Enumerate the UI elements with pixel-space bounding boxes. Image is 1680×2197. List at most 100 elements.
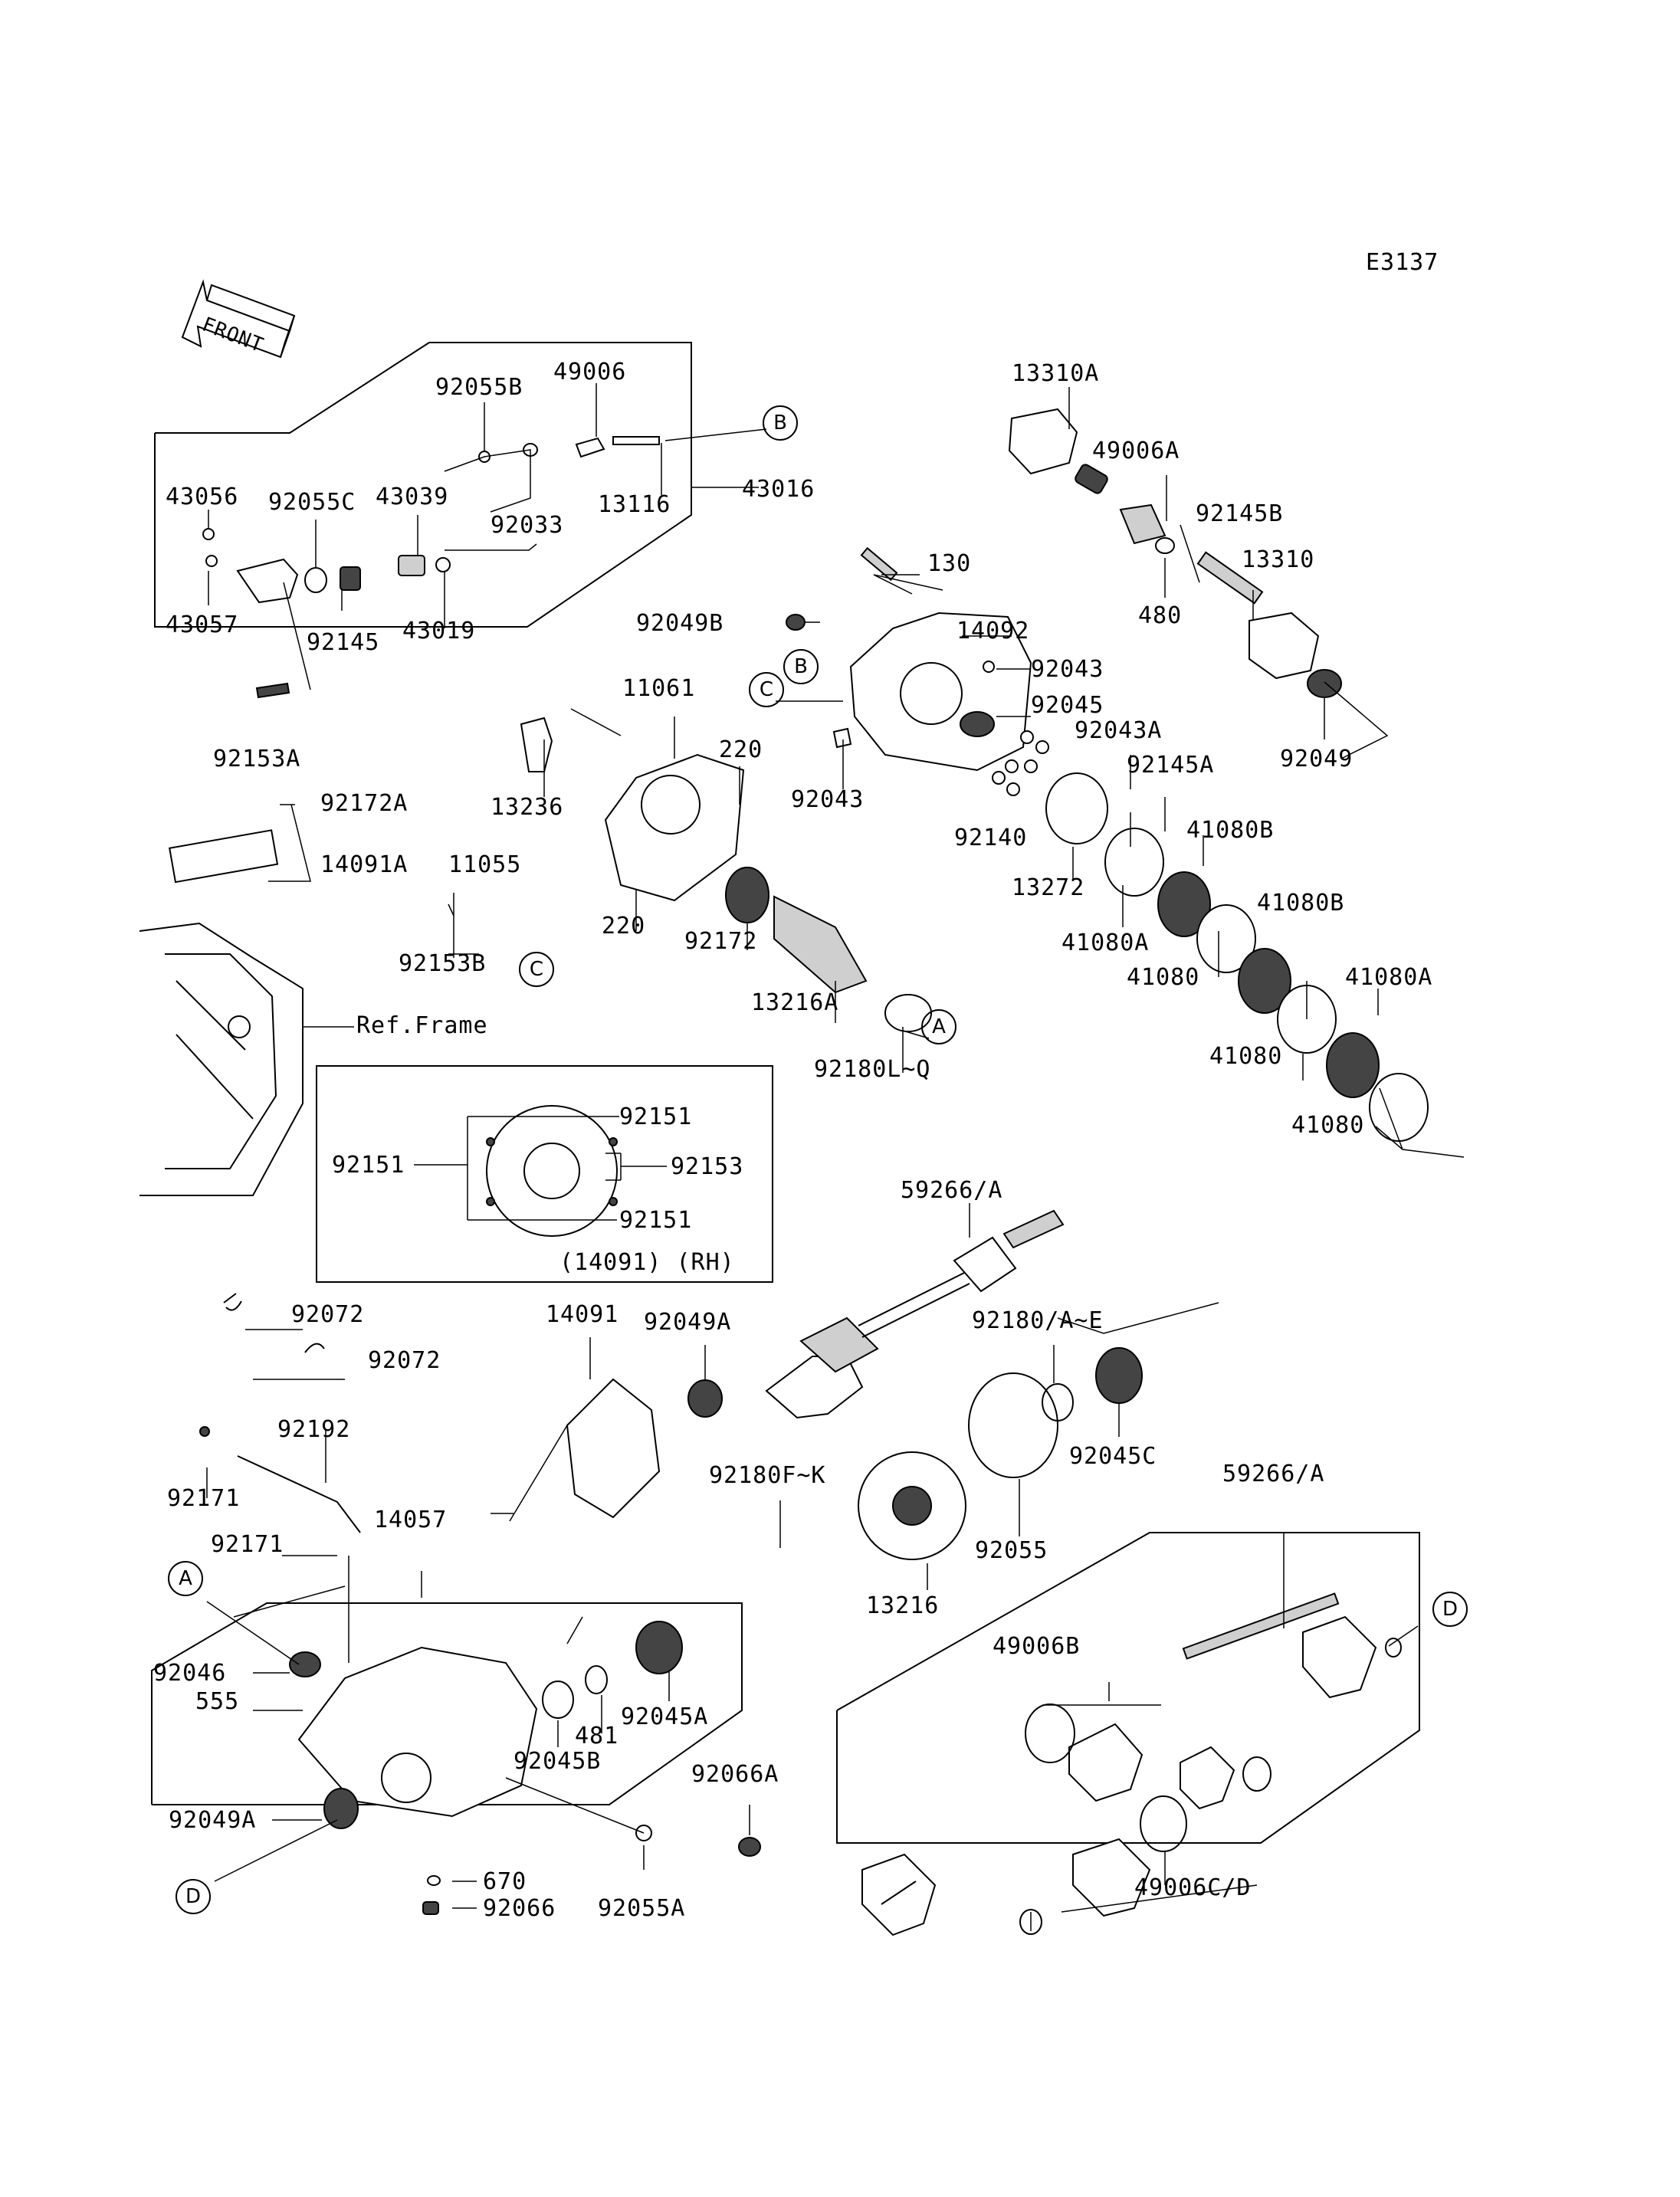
part-label: 43039 bbox=[376, 484, 448, 510]
part-label: 220 bbox=[602, 913, 645, 939]
callout-a-mid bbox=[921, 1009, 956, 1044]
callout-a-mid-label: A bbox=[932, 1015, 946, 1038]
part-label: 13116 bbox=[598, 491, 671, 518]
part-label: 92045B bbox=[514, 1748, 601, 1775]
part-label: 59266/A bbox=[901, 1177, 1002, 1204]
part-label: 92180/A~E bbox=[972, 1307, 1104, 1334]
part-label: 92172 bbox=[684, 928, 757, 955]
part-label: 92055B bbox=[435, 374, 523, 401]
part-label: 14092 bbox=[956, 618, 1029, 644]
part-label: 41080A bbox=[1345, 964, 1432, 991]
inset-label: 92151 bbox=[332, 1152, 405, 1179]
part-label: 480 bbox=[1138, 602, 1182, 629]
part-label: 41080 bbox=[1209, 1043, 1282, 1070]
part-label: 11055 bbox=[448, 851, 521, 878]
driveshaft-box bbox=[836, 1532, 1420, 1844]
part-label: 220 bbox=[719, 736, 763, 763]
callout-b-mid bbox=[783, 649, 819, 684]
front-arrow-icon: FRONT bbox=[181, 279, 296, 359]
callout-d-left bbox=[176, 1879, 211, 1914]
callout-d-right bbox=[1432, 1592, 1468, 1627]
part-label: 43056 bbox=[166, 484, 238, 510]
part-label: 14091 bbox=[546, 1301, 619, 1328]
part-labels: 92055B 49006 43056 92055 C 43039 13116 43… bbox=[153, 359, 1432, 1922]
part-label: 41080 bbox=[1127, 964, 1199, 991]
part-label: 92046 bbox=[153, 1660, 226, 1687]
diagram-code: E3137 bbox=[1366, 249, 1439, 276]
part-label: 13310 bbox=[1242, 546, 1314, 573]
part-label: 670 bbox=[483, 1868, 527, 1895]
callout-circles: B B C C A A D D bbox=[168, 405, 1468, 1914]
part-label: 92171 bbox=[167, 1485, 240, 1512]
callout-c-mid-label: C bbox=[760, 678, 773, 701]
case-box bbox=[151, 1602, 743, 1805]
part-label: 92043 bbox=[791, 786, 864, 813]
part-label: 92066 bbox=[483, 1895, 556, 1922]
part-label: 41080 bbox=[1291, 1112, 1364, 1139]
part-label: 92049B bbox=[636, 610, 724, 637]
part-label: 92072 bbox=[368, 1347, 441, 1374]
part-label: 13216A bbox=[751, 989, 838, 1016]
part-label: 13310A bbox=[1012, 360, 1099, 387]
rh-cover-inset-drawing bbox=[486, 1105, 618, 1237]
part-label: 13216 bbox=[866, 1592, 939, 1619]
part-label: 92180L~Q bbox=[814, 1056, 931, 1083]
part-label: 92172A bbox=[320, 790, 408, 817]
part-label: 49006A bbox=[1092, 438, 1180, 464]
part-label: 92153A bbox=[213, 746, 300, 772]
part-label: 92049A bbox=[644, 1309, 731, 1336]
part-label: 92049A bbox=[169, 1807, 256, 1834]
leader-lines bbox=[206, 383, 1465, 1931]
inset-box bbox=[316, 1065, 773, 1283]
part-label: 14057 bbox=[374, 1507, 447, 1533]
part-label: 92045 bbox=[1031, 692, 1104, 719]
part-label: 13272 bbox=[1012, 874, 1084, 901]
housing-parts bbox=[786, 546, 1049, 796]
part-label: 92145A bbox=[1127, 752, 1214, 779]
inset-label: 92151 bbox=[619, 1207, 692, 1234]
part-label: 41080A bbox=[1061, 930, 1149, 956]
callout-b-top-label: B bbox=[773, 412, 787, 434]
part-label: 49006C/D bbox=[1134, 1874, 1252, 1901]
callout-c-mid bbox=[749, 672, 784, 707]
inset-caption: (14091) (RH) bbox=[559, 1249, 735, 1276]
part-label: 555 bbox=[195, 1688, 239, 1715]
part-label: 92145 bbox=[307, 629, 379, 656]
part-label: 43057 bbox=[166, 612, 238, 638]
differential-case bbox=[289, 1621, 761, 1915]
part-label: 92171 bbox=[211, 1531, 284, 1558]
clutch-plates bbox=[1045, 772, 1429, 1142]
inset-label: 92151 bbox=[619, 1103, 692, 1130]
part-label: 92043 bbox=[1031, 656, 1104, 683]
part-label: 130 bbox=[927, 550, 971, 577]
joint-parts bbox=[1008, 408, 1342, 698]
part-label: 92192 bbox=[277, 1416, 350, 1443]
part-label: 43019 bbox=[402, 618, 475, 644]
ring-gear-parts bbox=[199, 1293, 1143, 1560]
callout-c-left bbox=[519, 952, 554, 987]
ref-frame-label: Ref.Frame bbox=[356, 1012, 488, 1039]
inset-label: 92153 bbox=[671, 1153, 743, 1180]
linkage-box bbox=[154, 342, 692, 628]
part-label: 92049 bbox=[1280, 746, 1353, 772]
part-label: 49006B bbox=[993, 1633, 1080, 1660]
part-label: 92055 bbox=[975, 1537, 1048, 1564]
part-label: 43016 bbox=[742, 476, 815, 503]
inset-labels: 92151 92151 92153 92151 (14091) (RH) bbox=[332, 1103, 743, 1276]
part-label: 92043A bbox=[1075, 717, 1162, 744]
part-label: 13236 bbox=[491, 794, 563, 821]
part-label: 92072 bbox=[291, 1301, 364, 1328]
part-label: 92055A bbox=[598, 1895, 685, 1922]
part-label: 14091A bbox=[320, 851, 408, 878]
part-label: 49006 bbox=[553, 359, 626, 385]
part-label: 92066A bbox=[691, 1761, 779, 1788]
callout-b-mid-label: B bbox=[794, 655, 808, 678]
callout-d-right-label: D bbox=[1442, 1598, 1458, 1621]
part-label: 41080B bbox=[1257, 890, 1344, 917]
part-label: 41080B bbox=[1186, 817, 1274, 844]
cover-pinion-parts bbox=[520, 716, 932, 1032]
callout-b-top bbox=[763, 405, 798, 441]
frame-reference bbox=[139, 829, 304, 1196]
part-label: 481 bbox=[575, 1723, 619, 1749]
